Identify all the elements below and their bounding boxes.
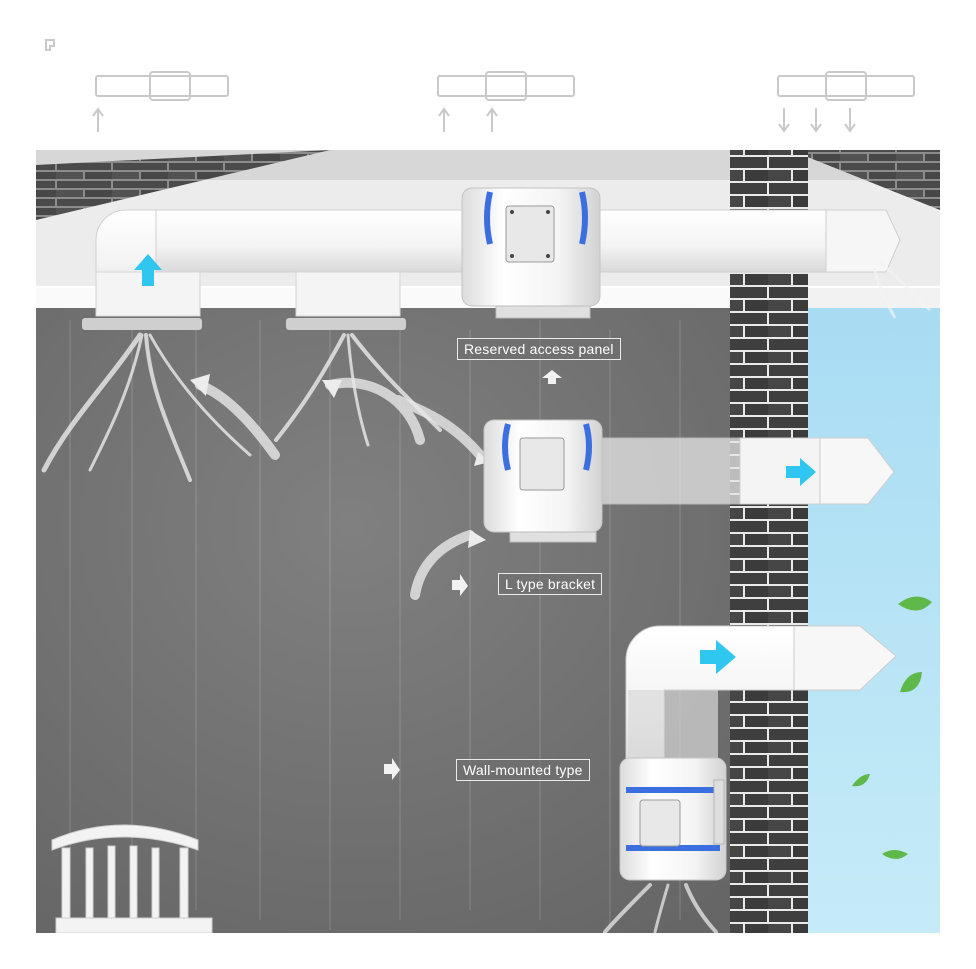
wall-duct-outlet-hood bbox=[793, 625, 897, 691]
outdoor-sky bbox=[808, 305, 940, 933]
l-type-bracket bbox=[509, 531, 597, 543]
airflow-outlet-plume bbox=[872, 260, 932, 319]
arrow-up-icon bbox=[134, 254, 162, 286]
wall-mounted-type-label: Wall-mounted type bbox=[456, 759, 590, 781]
wall-mounted-fan bbox=[619, 757, 727, 881]
leaves bbox=[852, 596, 932, 859]
arrow-right-icon bbox=[452, 574, 468, 596]
bracket-inline-fan bbox=[483, 419, 603, 543]
schematic-exhaust-double-icon bbox=[437, 71, 575, 132]
bracket-duct bbox=[595, 437, 895, 505]
schematic-supply-triple-icon bbox=[777, 71, 915, 133]
top-schematic-strip bbox=[45, 39, 915, 133]
arrow-up-icon bbox=[542, 370, 562, 384]
l-type-bracket-label: L type bracket bbox=[498, 573, 603, 595]
fan-clamp-band bbox=[626, 787, 720, 851]
airflow-arrow-tips bbox=[190, 374, 490, 548]
fan-mount-bracket bbox=[495, 305, 591, 319]
bracket-duct-outlet-hood bbox=[819, 437, 895, 505]
ceiling-brick-left bbox=[36, 150, 330, 220]
wall-mount-bracket bbox=[713, 779, 725, 845]
reserved-access-panel-label: Reserved access panel bbox=[457, 338, 621, 360]
airflow-ceiling-plumes bbox=[41, 332, 442, 482]
arrow-right-icon bbox=[700, 640, 736, 674]
leaf-icon bbox=[900, 672, 922, 693]
airflow-wall-fan-plume bbox=[603, 883, 718, 934]
fan-terminal-box bbox=[505, 205, 555, 263]
leaf-icon bbox=[898, 596, 932, 611]
airflow-return-arrows bbox=[195, 377, 485, 600]
fan-clamp-band bbox=[502, 423, 592, 471]
brick-wall bbox=[730, 150, 808, 935]
leaf-icon bbox=[852, 774, 870, 787]
arrow-right-icon bbox=[384, 758, 400, 780]
leaf-icon bbox=[882, 850, 908, 859]
schematic-exhaust-single-icon bbox=[92, 71, 229, 132]
ceiling-brick-right bbox=[790, 150, 940, 210]
fan-clamp-band bbox=[484, 191, 588, 245]
arrow-right-icon bbox=[786, 458, 816, 486]
fan-terminal-box bbox=[519, 437, 565, 491]
fan-terminal-box bbox=[639, 799, 681, 847]
corner-mark-icon bbox=[45, 39, 55, 51]
ceiling-inline-fan bbox=[461, 187, 601, 319]
ceiling-duct-outlet-hood bbox=[825, 209, 901, 273]
wooden-chair bbox=[51, 824, 213, 934]
wall-mounted-duct bbox=[625, 625, 897, 771]
wall-texture bbox=[69, 320, 681, 930]
